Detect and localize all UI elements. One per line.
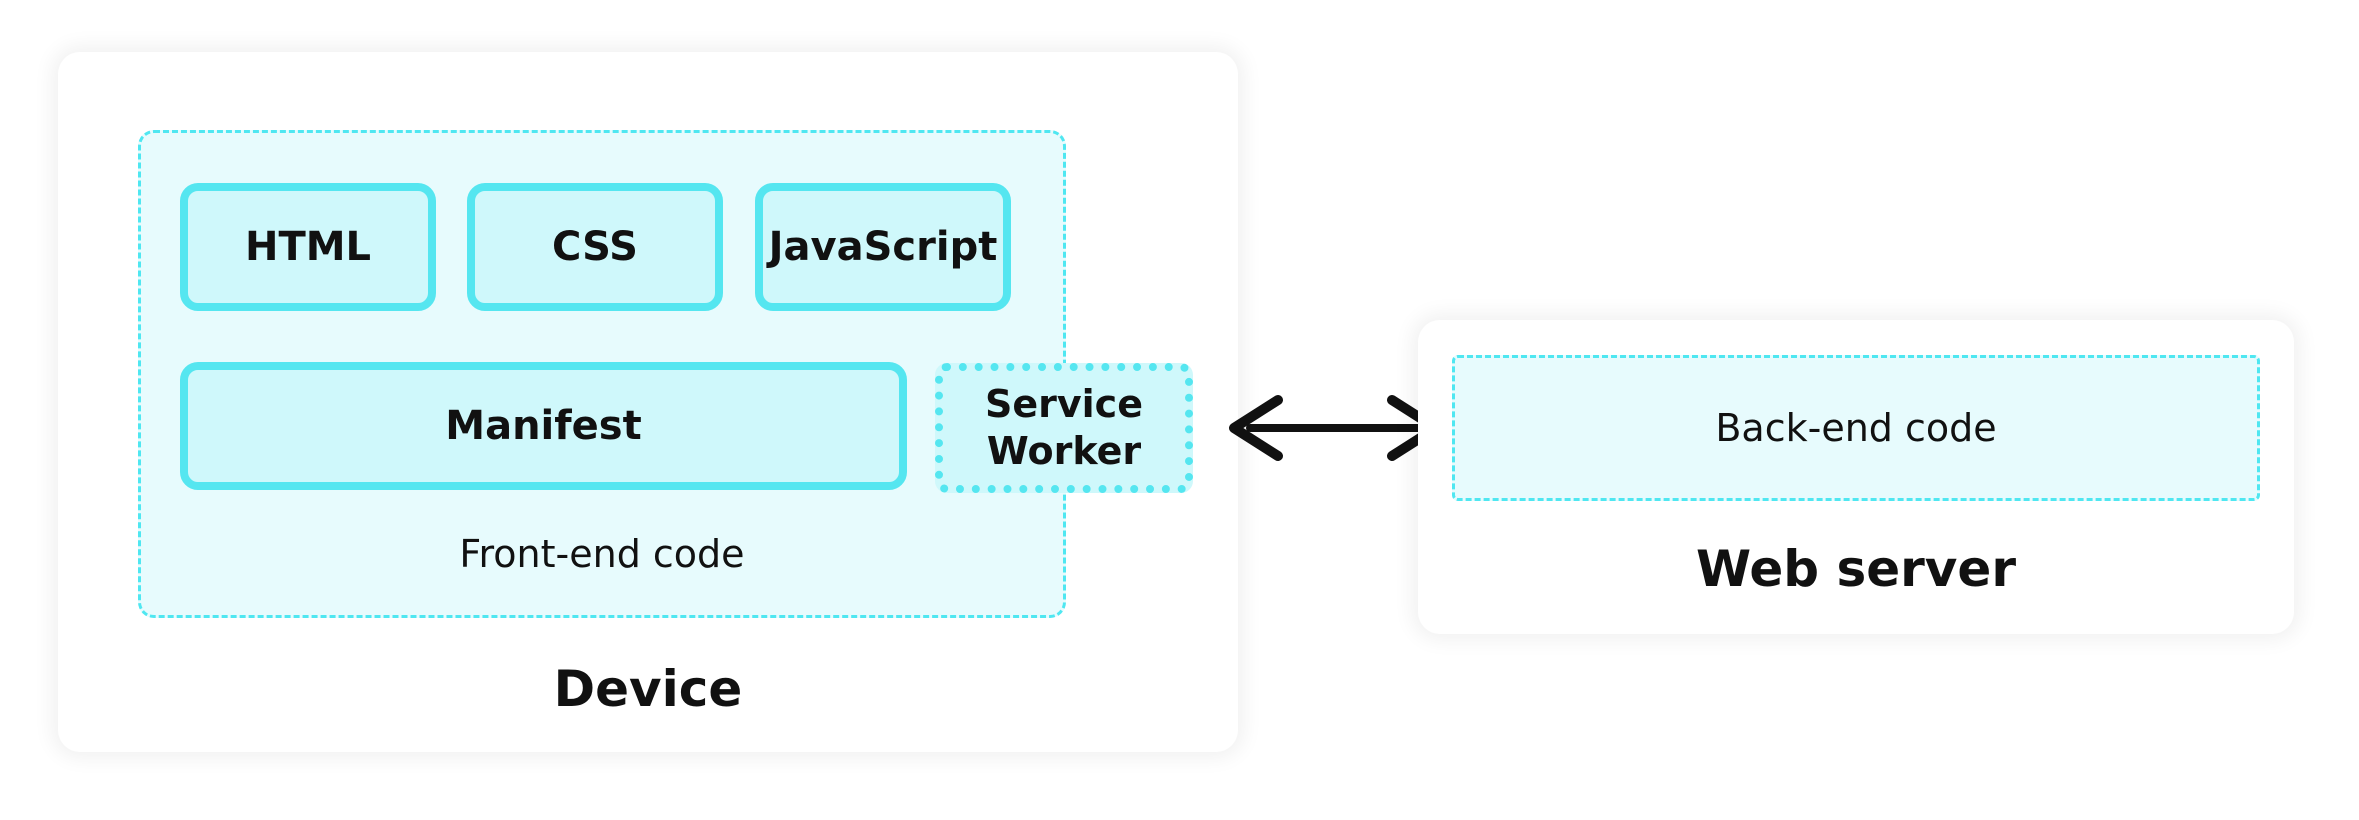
service-worker-label: Service Worker bbox=[985, 381, 1143, 474]
javascript-label: JavaScript bbox=[768, 224, 998, 270]
css-box: CSS bbox=[467, 183, 723, 311]
html-box: HTML bbox=[180, 183, 436, 311]
javascript-box: JavaScript bbox=[755, 183, 1011, 311]
service-worker-box: Service Worker bbox=[935, 363, 1193, 493]
css-label: CSS bbox=[552, 224, 638, 270]
frontend-code-label: Front-end code bbox=[459, 532, 745, 576]
backend-code-label: Back-end code bbox=[1715, 406, 1997, 450]
bidirectional-arrow bbox=[1229, 395, 1441, 461]
web-server-title: Web server bbox=[1696, 540, 2016, 598]
device-title: Device bbox=[553, 660, 743, 718]
html-label: HTML bbox=[244, 224, 372, 270]
backend-region: Back-end code bbox=[1452, 355, 2260, 501]
manifest-label: Manifest bbox=[445, 403, 642, 449]
manifest-box: Manifest bbox=[180, 362, 907, 490]
